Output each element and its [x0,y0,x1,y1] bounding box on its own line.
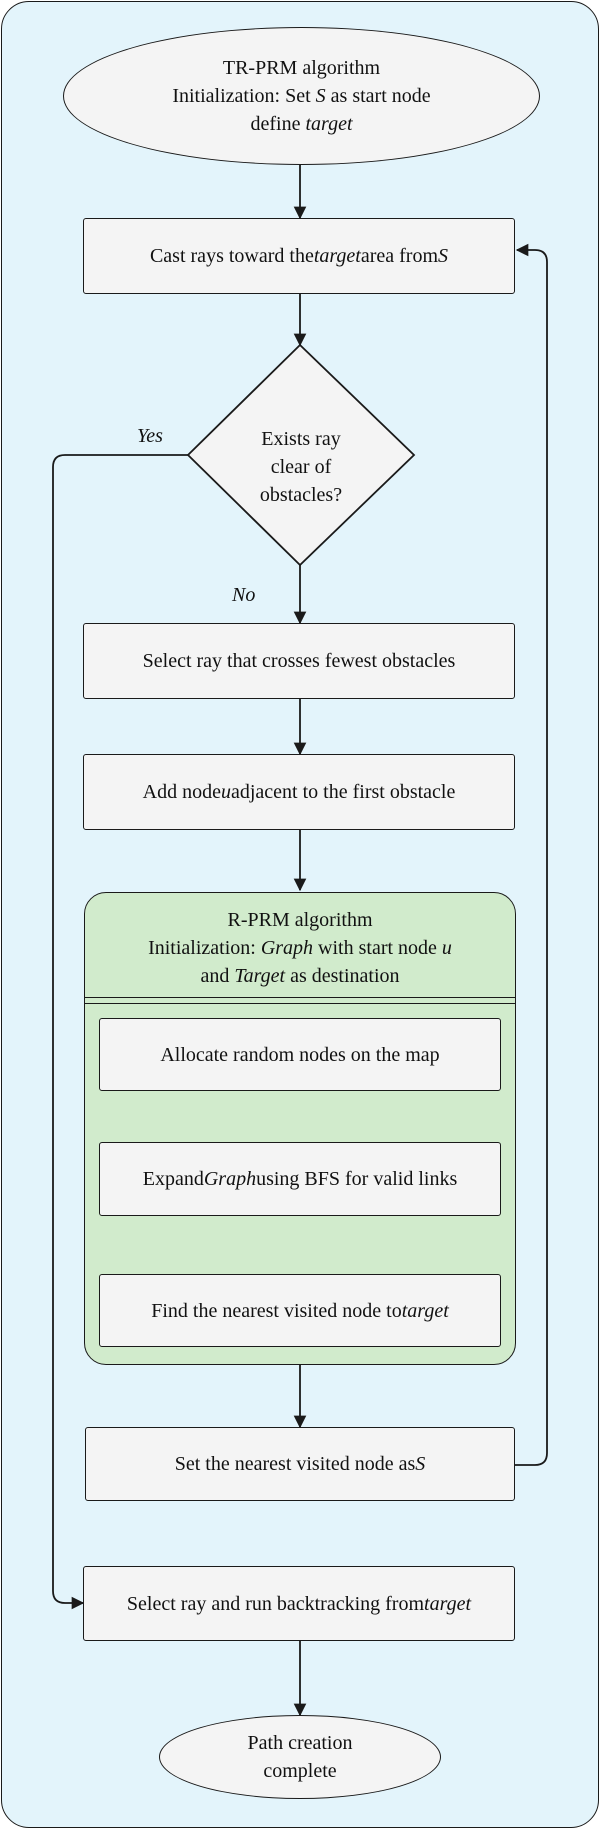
decision-line-3: obstacles? [259,484,343,506]
decision-line-1: Exists ray [261,428,341,450]
add-node-step: Add node u adjacent to the first obstacl… [83,754,515,830]
find-nearest-step: Find the nearest visited node to target [99,1274,501,1347]
decision-diamond [186,343,416,567]
decision-label: Exists ray clear of obstacles? [188,392,414,542]
end-line-2: complete [263,1760,337,1782]
set-nearest-step: Set the nearest visited node as S [85,1427,515,1501]
start-terminal: TR-PRM algorithm Initialization: Set S a… [63,27,540,165]
yes-label: Yes [137,425,163,447]
cast-rays-step: Cast rays toward the target area from S [83,218,515,294]
arrow-loop-back [515,243,548,1466]
expand-step: Expand Graph using BFS for valid links [99,1142,501,1216]
rprm-initialization: Initialization: Graph with start node u [148,937,452,959]
end-terminal: Path creation complete [159,1715,441,1799]
rprm-destination: and Target as destination [200,965,400,987]
rprm-divider [85,997,515,998]
end-line-1: Path creation [247,1732,353,1754]
arrow-yes-branch [52,454,188,1610]
rprm-divider-inner [85,1003,515,1004]
backtrack-step: Select ray and run backtracking from tar… [83,1566,515,1641]
no-label: No [232,584,256,606]
start-initialization: Initialization: Set S as start node [172,85,431,107]
rprm-header: R-PRM algorithm Initialization: Graph wi… [85,893,515,1003]
select-fewest-step: Select ray that crosses fewest obstacles [83,623,515,699]
rprm-title: R-PRM algorithm [227,909,373,931]
allocate-step: Allocate random nodes on the map [99,1018,501,1091]
start-target: define target [250,113,353,135]
decision-line-2: clear of [270,456,332,478]
start-title: TR-PRM algorithm [222,57,381,79]
